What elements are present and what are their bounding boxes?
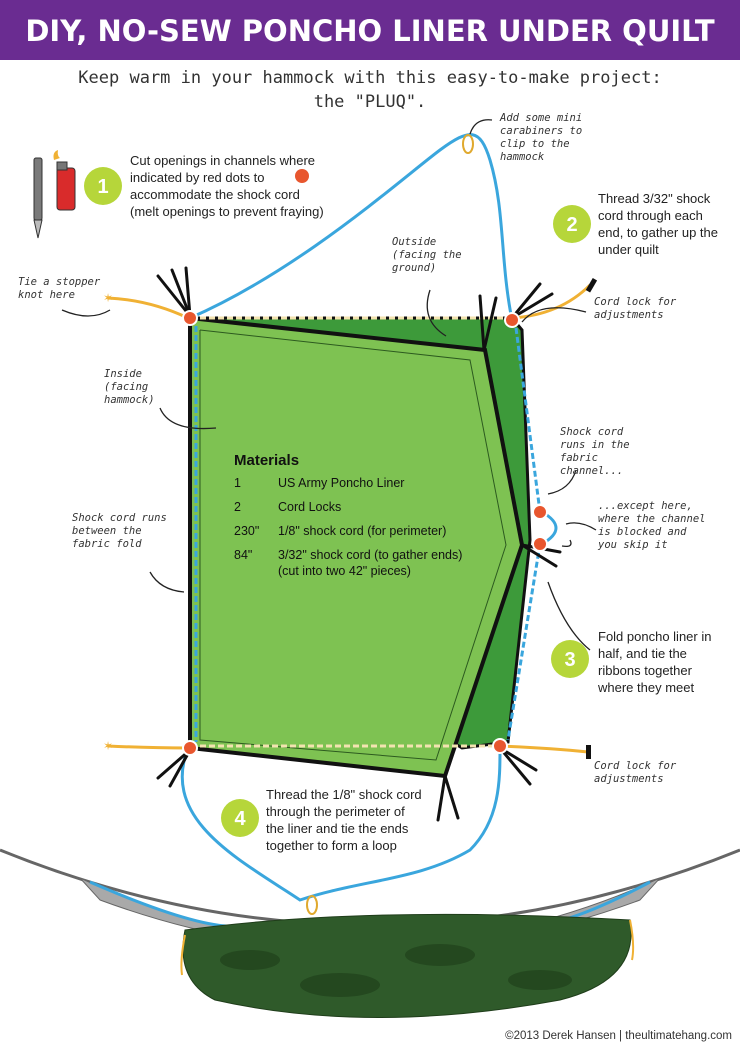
cord-lock-top <box>585 277 598 293</box>
materials-item-sub: (cut into two 42" pieces) <box>278 564 411 578</box>
annotation-arrows <box>61 119 597 651</box>
under-quilt-camo <box>220 944 572 997</box>
subtitle-line-1: Keep warm in your hammock with this easy… <box>78 68 662 88</box>
materials-item-main: 3/32" shock cord (to gather ends) <box>278 548 463 562</box>
gather-cord-top <box>189 133 514 321</box>
materials-qty: 2 <box>234 500 241 514</box>
materials-title: Materials <box>234 452 300 469</box>
credit-line: ©2013 Derek Hansen | theultimatehang.com <box>505 1030 732 1042</box>
materials-list: Materials 1 US Army Poncho Liner 2 Cord … <box>234 452 534 587</box>
step-circle-3: 3 <box>551 640 589 678</box>
perimeter-cord-right-lower <box>506 543 542 741</box>
knife-icon <box>33 157 43 239</box>
subtitle-line-2: the "PLUQ". <box>313 92 427 112</box>
note-between-fold: Shock cord runs between the fabric fold <box>72 512 167 550</box>
materials-item: Cord Locks <box>278 500 342 514</box>
hammock-suspension <box>0 848 740 927</box>
materials-row: 230" 1/8" shock cord (for perimeter) <box>234 523 534 539</box>
carabiner-bottom <box>306 895 318 915</box>
step-3-text: Fold poncho liner in half, and tie the r… <box>598 629 712 695</box>
liner-seam <box>199 329 507 761</box>
materials-row: 1 US Army Poncho Liner <box>234 475 534 491</box>
note-cord-lock-top: Cord lock for adjustments <box>594 296 677 321</box>
step-circle-4: 4 <box>221 799 259 837</box>
stopper-cord-bottom-left <box>107 744 189 750</box>
cut-openings <box>182 310 548 756</box>
step-number-4: 4 <box>234 808 246 830</box>
step-circle-2: 2 <box>553 205 591 243</box>
page-title: DIY, NO-SEW PONCHO LINER UNDER QUILT <box>25 14 715 48</box>
step-number-3: 3 <box>564 649 575 671</box>
step-1-text: Cut openings in channels where indicated… <box>130 153 324 219</box>
materials-item: 3/32" shock cord (to gather ends) (cut i… <box>278 547 534 579</box>
step-number-2: 2 <box>566 214 577 236</box>
materials-qty: 230" <box>234 524 260 538</box>
step-4-text: Thread the 1/8" shock cord through the p… <box>266 787 422 853</box>
note-carabiners: Add some mini carabiners to clip to the … <box>500 112 583 163</box>
step-number-1: 1 <box>97 176 108 198</box>
stopper-cord-top-left <box>107 296 189 320</box>
svg-text:✶: ✶ <box>103 291 113 305</box>
step-2-text: Thread 3/32" shock cord through each end… <box>598 191 718 257</box>
title-banner <box>0 0 740 60</box>
svg-text:✶: ✶ <box>103 739 113 753</box>
liner-inside-panel <box>188 315 525 779</box>
under-quilt <box>182 913 632 1018</box>
subtitle: Keep warm in your hammock with this easy… <box>40 66 700 114</box>
materials-item: US Army Poncho Liner <box>278 476 405 490</box>
step-circle-1: 1 <box>84 167 122 205</box>
note-inside: Inside (facing hammock) <box>104 368 155 406</box>
materials-item: 1/8" shock cord (for perimeter) <box>278 524 447 538</box>
note-channel-runs: Shock cord runs in the fabric channel... <box>560 426 630 477</box>
lighter-icon <box>53 150 76 211</box>
under-quilt-cord-left <box>180 934 186 976</box>
ribbon-ties <box>156 266 562 822</box>
cord-lock-cord-bottom-right <box>499 744 589 754</box>
perimeter-cord-right-upper <box>514 327 542 513</box>
gather-cord-bottom <box>180 747 502 902</box>
materials-row: 2 Cord Locks <box>234 499 534 515</box>
cord-lock-bottom <box>586 745 591 759</box>
materials-qty: 84" <box>234 548 253 562</box>
carabiner-top <box>462 134 474 154</box>
materials-row: 84" 3/32" shock cord (to gather ends) (c… <box>234 547 534 579</box>
note-stopper-knot: Tie a stopper knot here <box>18 276 101 301</box>
red-dot-legend-icon <box>295 169 309 183</box>
materials-qty: 1 <box>234 476 241 490</box>
note-outside: Outside (facing the ground) <box>392 236 462 274</box>
under-quilt-cord-right <box>629 919 635 961</box>
note-cord-lock-bottom: Cord lock for adjustments <box>594 760 677 785</box>
note-except-here: ...except here, where the channel is blo… <box>598 500 706 551</box>
